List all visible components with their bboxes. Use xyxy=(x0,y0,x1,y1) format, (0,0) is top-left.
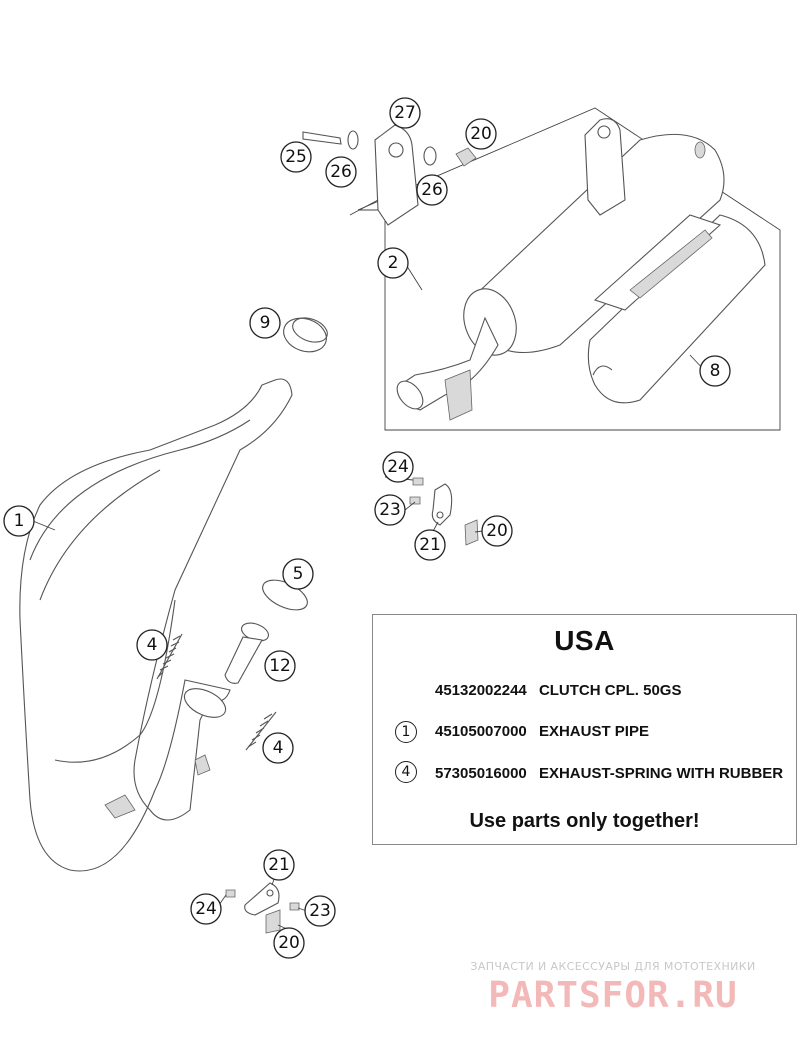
svg-text:12: 12 xyxy=(269,656,291,676)
watermark-logo: PARTSFOR.RU xyxy=(488,975,738,1016)
callout-12: 12 xyxy=(264,650,296,682)
svg-text:24: 24 xyxy=(195,899,217,919)
silencer-drawing xyxy=(396,118,725,421)
callout-8: 8 xyxy=(699,355,731,387)
callout-5: 5 xyxy=(282,558,314,590)
fasteners-drawing xyxy=(225,477,479,934)
svg-text:4: 4 xyxy=(273,738,284,758)
part-description: CLUTCH CPL. 50GS xyxy=(538,682,682,699)
svg-text:26: 26 xyxy=(330,162,352,182)
callout-1: 1 xyxy=(3,505,35,537)
svg-text:20: 20 xyxy=(278,933,300,953)
svg-text:21: 21 xyxy=(268,855,290,875)
svg-text:2: 2 xyxy=(388,253,399,273)
usa-row-clutch: 45132002244 CLUTCH CPL. 50GS xyxy=(435,682,681,699)
heat-shield-drawing xyxy=(587,214,766,404)
part-number: 45105007000 xyxy=(435,723,527,740)
callout-26: 26 xyxy=(416,174,448,206)
callout-20: 20 xyxy=(481,515,513,547)
svg-text:23: 23 xyxy=(309,901,331,921)
callout-21: 21 xyxy=(263,849,295,881)
pipe-connector-drawing xyxy=(224,622,269,684)
svg-text:26: 26 xyxy=(421,180,443,200)
callout-27: 27 xyxy=(389,97,421,129)
callout-23: 23 xyxy=(374,494,406,526)
part-description: EXHAUST-SPRING WITH RUBBER xyxy=(538,765,784,782)
svg-text:25: 25 xyxy=(285,147,307,167)
part-number: 57305016000 xyxy=(435,765,527,782)
callout-4: 4 xyxy=(262,732,294,764)
part-description: EXHAUST PIPE xyxy=(538,723,649,740)
callout-2: 2 xyxy=(377,247,409,279)
callout-4: 4 xyxy=(136,629,168,661)
svg-text:21: 21 xyxy=(419,535,441,555)
watermark-tagline: ЗАПЧАСТИ И АКСЕССУАРЫ ДЛЯ МОТОТЕХНИКИ xyxy=(470,960,756,973)
svg-text:5: 5 xyxy=(293,564,304,584)
grommet-drawing xyxy=(283,317,328,353)
callout-21: 21 xyxy=(414,529,446,561)
svg-text:9: 9 xyxy=(260,313,271,333)
callout-23: 23 xyxy=(304,895,336,927)
callouts: 1 2 4 4 5 8 9 12 20 20 20 21 21 23 23 24… xyxy=(3,97,731,959)
watermark: ЗАПЧАСТИ И АКСЕССУАРЫ ДЛЯ МОТОТЕХНИКИ PA… xyxy=(448,960,778,1016)
svg-text:24: 24 xyxy=(387,457,409,477)
callout-20: 20 xyxy=(465,118,497,150)
callout-9: 9 xyxy=(249,307,281,339)
svg-text:20: 20 xyxy=(470,124,492,144)
usa-row-marker: 4 xyxy=(395,761,417,783)
usa-row-exhaust-spring: 57305016000 EXHAUST-SPRING WITH RUBBER xyxy=(435,765,783,782)
callout-24: 24 xyxy=(382,451,414,483)
svg-text:27: 27 xyxy=(394,103,416,123)
callout-25: 25 xyxy=(280,141,312,173)
callout-26: 26 xyxy=(325,156,357,188)
svg-text:20: 20 xyxy=(486,521,508,541)
callout-20: 20 xyxy=(273,927,305,959)
usa-notice-box: USA 45132002244 CLUTCH CPL. 50GS 1 45105… xyxy=(372,614,797,845)
callout-24: 24 xyxy=(190,893,222,925)
svg-text:23: 23 xyxy=(379,500,401,520)
usa-row-marker: 1 xyxy=(395,721,417,743)
svg-text:8: 8 xyxy=(710,361,721,381)
svg-text:1: 1 xyxy=(14,511,25,531)
usa-note: Use parts only together! xyxy=(469,810,700,832)
part-number: 45132002244 xyxy=(435,682,527,699)
svg-text:4: 4 xyxy=(147,635,158,655)
usa-title: USA xyxy=(554,625,615,656)
springs-drawing xyxy=(156,633,277,751)
usa-row-exhaust-pipe: 45105007000 EXHAUST PIPE xyxy=(435,723,649,740)
